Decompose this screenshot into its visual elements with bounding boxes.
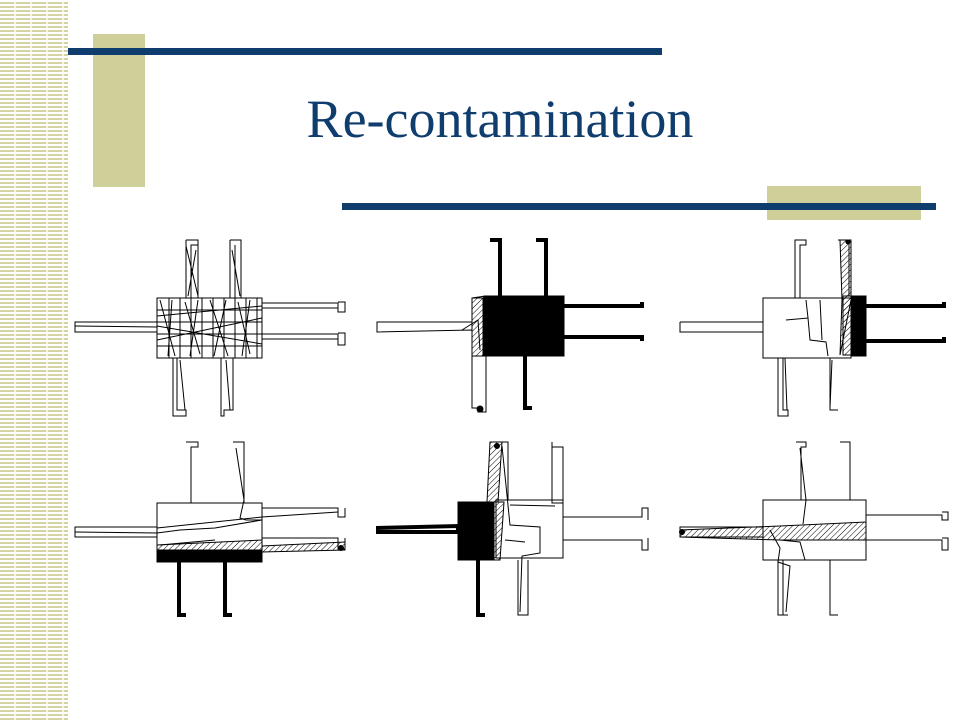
schematic-panel-1: [74, 239, 346, 417]
accent-bar-top: [68, 48, 662, 55]
accent-bar-bottom: [342, 203, 936, 210]
schematic-panel-6: [679, 441, 949, 616]
schematic-panel-4: [74, 441, 346, 617]
left-stripe-decoration: [0, 0, 68, 720]
schematic-panel-3: [679, 239, 946, 417]
accent-block-top: [93, 34, 145, 187]
schematic-panel-2: [376, 238, 644, 413]
slide-title: Re-contamination: [306, 89, 694, 149]
schematic-panel-5: [375, 441, 649, 617]
